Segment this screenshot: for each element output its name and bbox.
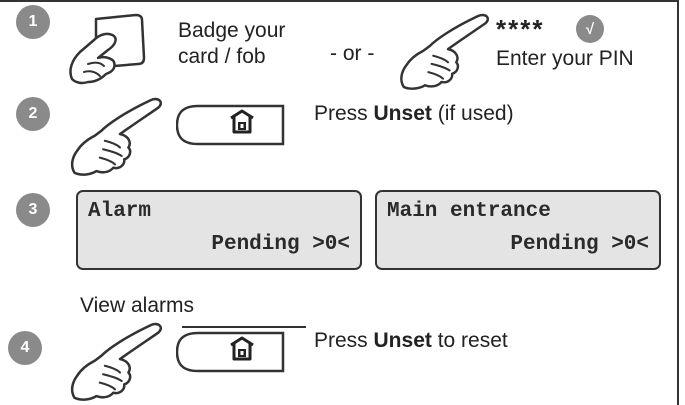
step-3-badge: 3 (16, 193, 50, 227)
pointing-hand-icon (400, 13, 490, 90)
lcd-line-1: Main entrance (387, 200, 551, 223)
press-unset-reset-text: Press Unset to reset (314, 329, 508, 352)
house-unlock-key-icon (176, 104, 285, 146)
house-unlock-key-icon (176, 331, 285, 373)
or-separator: - or - (330, 42, 375, 65)
frame-top-border (0, 0, 679, 2)
view-alarms-text: View alarms (80, 294, 194, 317)
key-divider-line (182, 326, 306, 328)
pointing-hand-icon (70, 97, 163, 176)
lcd-line-2: Pending >0< (211, 233, 350, 256)
lcd-line-1: Alarm (88, 200, 152, 223)
lcd-display-alarm: Alarm Pending >0< (76, 190, 362, 270)
pointing-hand-icon (70, 322, 163, 401)
press-unset-text: Press Unset (if used) (314, 102, 514, 125)
step-2-badge: 2 (16, 97, 50, 131)
lcd-display-main-entrance: Main entrance Pending >0< (375, 190, 661, 270)
hand-holding-card-icon (69, 13, 146, 85)
step-1-badge: 1 (16, 5, 50, 39)
frame-right-border (677, 0, 679, 405)
badge-card-text: Badge your (178, 19, 286, 42)
check-confirm-icon: √ (576, 15, 604, 43)
enter-pin-text: Enter your PIN (496, 47, 634, 70)
step-4-badge: 4 (8, 331, 42, 365)
pin-stars: **** (496, 14, 545, 44)
lcd-line-2: Pending >0< (510, 233, 649, 256)
badge-card-text-line2: card / fob (178, 45, 266, 68)
